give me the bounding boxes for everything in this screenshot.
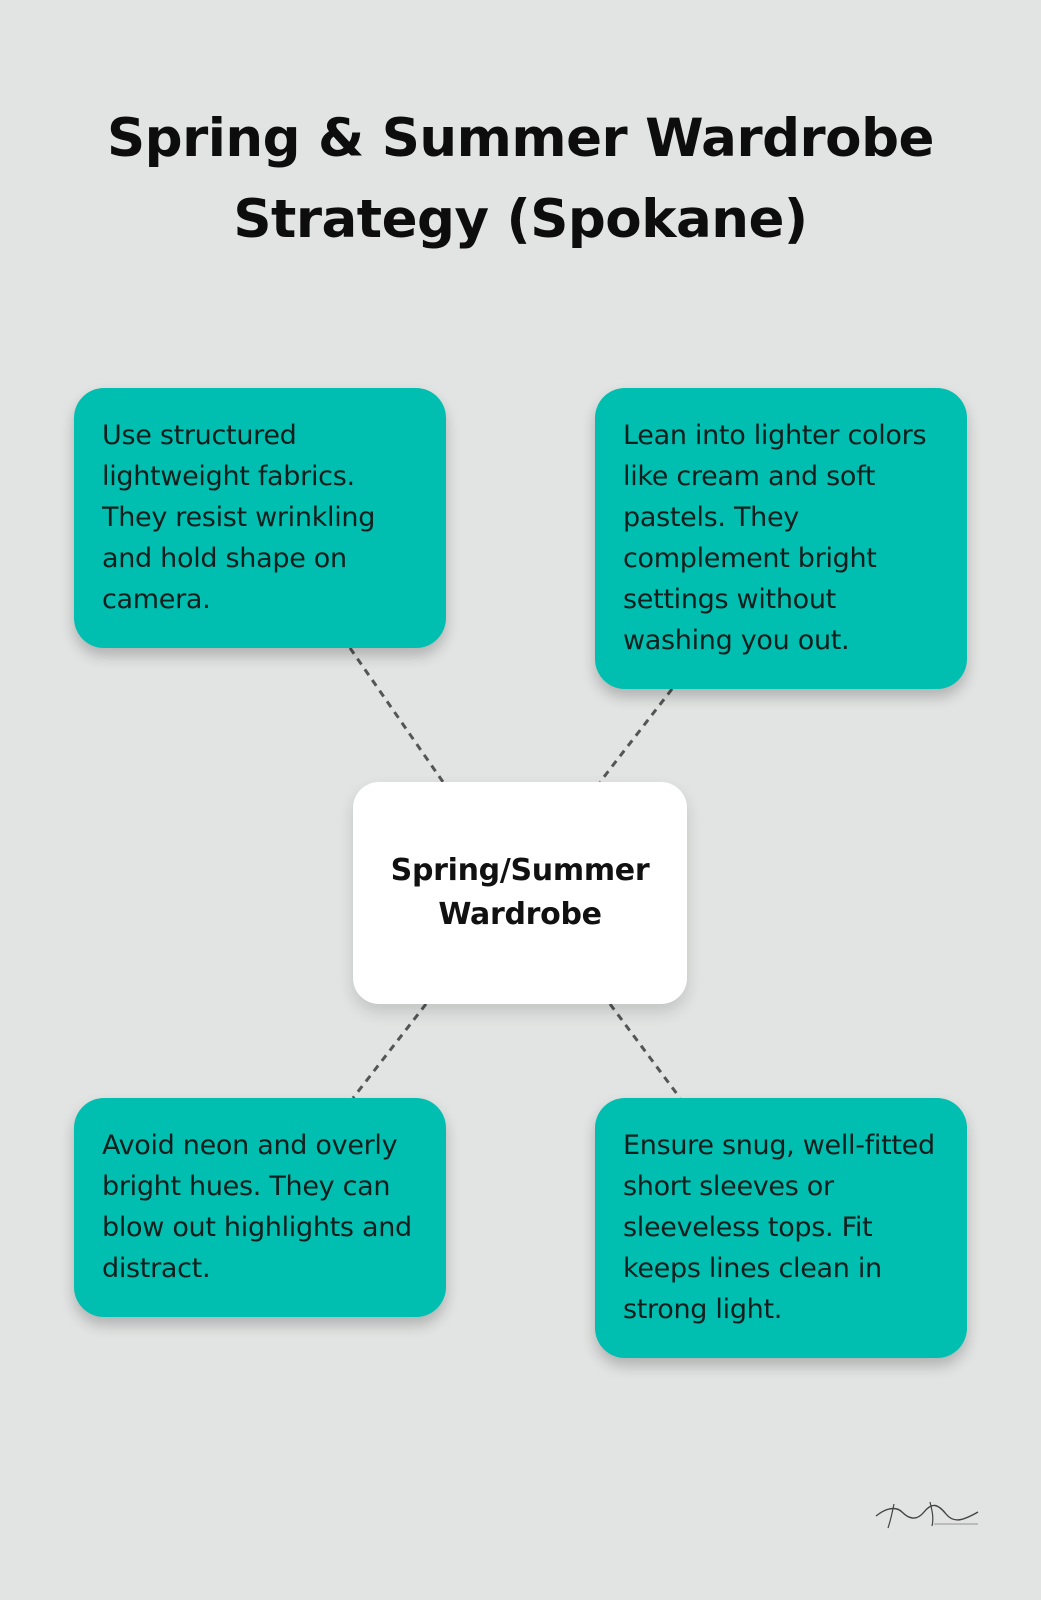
tip-card-fabrics-text: Use structured lightweight fabrics. They…: [102, 420, 376, 615]
connector-top-left: [348, 647, 445, 783]
connector-bottom-left: [351, 1003, 428, 1099]
tip-card-fit: Ensure snug, well-fitted short sleeves o…: [595, 1098, 967, 1358]
connector-top-right: [598, 688, 674, 783]
tip-card-colors-text: Lean into lighter colors like cream and …: [623, 420, 927, 656]
center-node: Spring/Summer Wardrobe: [353, 782, 687, 1004]
tip-card-fabrics: Use structured lightweight fabrics. They…: [74, 388, 446, 648]
tip-card-colors: Lean into lighter colors like cream and …: [595, 388, 967, 689]
tip-card-avoid-neon: Avoid neon and overly bright hues. They …: [74, 1098, 446, 1317]
page-title: Spring & Summer Wardrobe Strategy (Spoka…: [107, 108, 934, 250]
signature-logo: [875, 1501, 979, 1529]
tip-card-fit-text: Ensure snug, well-fitted short sleeves o…: [623, 1130, 935, 1325]
center-node-label: Spring/Summer Wardrobe: [390, 853, 650, 932]
connector-bottom-right: [608, 1003, 682, 1099]
tip-card-avoid-neon-text: Avoid neon and overly bright hues. They …: [102, 1130, 412, 1284]
